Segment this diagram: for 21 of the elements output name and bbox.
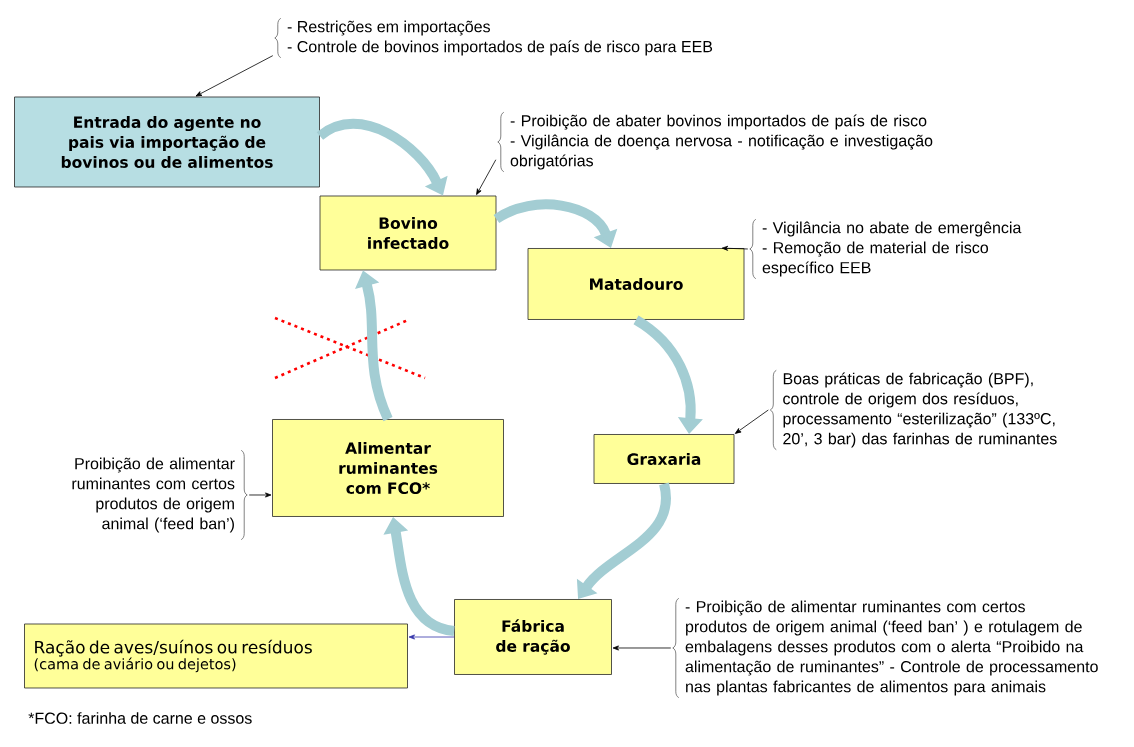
arrow	[248, 492, 272, 498]
process-box: Graxaria	[593, 434, 735, 484]
arrow	[195, 55, 274, 97]
note-text: Proibição de alimentar ruminantes com certos produtos de origem animal (‘feed ban’)	[72, 457, 235, 533]
arrow	[408, 634, 455, 640]
process-box: Ração de aves/suínos ou resíduos (cama de aviário ou dejetos)	[24, 623, 408, 689]
process-box: Fábrica de ração	[454, 599, 612, 675]
process-box: Matadouro	[527, 248, 745, 320]
footnote: *FCO: farinha de carne e ossos	[28, 712, 252, 724]
arrow	[476, 159, 497, 195]
process-box: Alimentar ruminantes com FCO*	[272, 419, 504, 517]
process-box: Bovino infectado	[319, 195, 497, 271]
arrow	[734, 409, 769, 434]
note-text: - Restrições em importações - Controle de bovinos importados de país de risco para EEB	[287, 20, 713, 56]
arrow	[721, 245, 749, 251]
note-text: - Proibição de alimentar ruminantes com certos produtos de origem animal (‘feed ban’ ) e rotulagem de embalagens desses produtos com o alerta “Proibido na alimentação de ruminantes” - Controle de processamento nas plantas fabricantes de alimentos para animais	[685, 600, 1098, 696]
process-box: Entrada do agente no pais via importação de bovinos ou de alimentos	[14, 96, 320, 188]
note-text: Boas práticas de fabricação (BPF), controle de origem dos resíduos, processamento “esterilização” (133ºC, 20’, 3 bar) das farinhas de ruminantes	[783, 372, 1057, 448]
note-text: - Proibição de abater bovinos importados de país de risco - Vigilância de doença nervosa - notificação e investigação obrigatórias	[510, 114, 933, 170]
arrow	[612, 645, 672, 651]
note-text: - Vigilância no abate de emergência - Remoção de material de risco específico EEB	[762, 221, 1022, 277]
